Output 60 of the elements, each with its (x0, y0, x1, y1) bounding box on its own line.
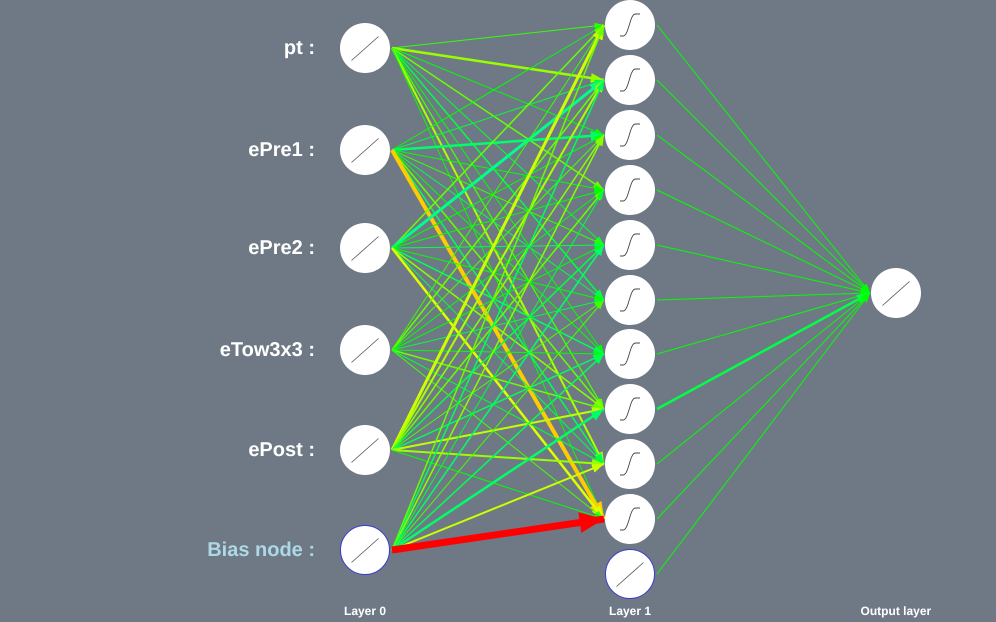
input-label: eTow3x3 : (220, 338, 315, 362)
neuron-circle (605, 275, 655, 325)
neuron-circle (605, 55, 655, 105)
input-label: ePost : (248, 438, 315, 462)
connection-arrow (392, 449, 604, 468)
connection-arrow (656, 292, 870, 464)
connection-arrow (392, 300, 604, 450)
connection-arrow (391, 48, 605, 300)
connection-arrow (392, 406, 604, 451)
connection-arrow (391, 408, 605, 552)
layer-label: Layer 1 (609, 604, 652, 618)
connection-arrow (391, 190, 605, 450)
neuron-circle (605, 549, 655, 599)
connection-arrow (392, 248, 604, 301)
connection-arrow (392, 48, 604, 136)
connection-arrow (392, 189, 604, 248)
neuron-circle (605, 439, 655, 489)
neuron-circle (340, 425, 390, 475)
neuron-circle (605, 494, 655, 544)
connection-arrow (392, 46, 604, 83)
connection-arrow (656, 80, 870, 294)
connection-arrow (656, 292, 870, 574)
connection-arrow (392, 47, 604, 191)
connection-arrow (656, 134, 870, 294)
neuron-circle (605, 0, 655, 50)
neuron-circle (340, 223, 390, 273)
connection-arrow (392, 300, 604, 550)
connection-arrow (392, 350, 604, 358)
input-label: ePre1 : (248, 138, 315, 162)
layer-label: Output layer (860, 604, 932, 618)
connection-arrow (656, 24, 870, 294)
input-label: Bias node : (207, 538, 315, 562)
connection-arrow (392, 130, 604, 152)
neuron-circle (605, 110, 655, 160)
connection-arrow (392, 247, 604, 410)
connection-arrow (392, 299, 604, 350)
connection-arrow (391, 78, 605, 250)
neuron-circle (340, 325, 390, 375)
input-label: ePre2 : (248, 236, 315, 260)
connection-arrow (392, 190, 604, 350)
neuron-circle (605, 384, 655, 434)
connection-arrow (656, 292, 871, 410)
connection-arrow (392, 242, 604, 248)
neuron-circle (340, 525, 390, 575)
connection-arrow (392, 512, 604, 554)
layer-label: Layer 0 (344, 604, 386, 618)
neuron-circle (605, 220, 655, 270)
neuron-circle (605, 329, 655, 379)
neuron-circle (340, 125, 390, 175)
connection-arrow (392, 150, 604, 192)
connection-arrow (392, 134, 604, 248)
neuron-circle (340, 23, 390, 73)
connection-arrow (392, 150, 604, 246)
neuron-circle (605, 165, 655, 215)
neuron-circle (871, 268, 921, 318)
connection-arrow (392, 349, 604, 410)
connection-arrow (656, 292, 870, 520)
connection-arrow (392, 463, 604, 551)
connection-arrow (392, 24, 604, 150)
input-label: pt : (284, 36, 315, 60)
